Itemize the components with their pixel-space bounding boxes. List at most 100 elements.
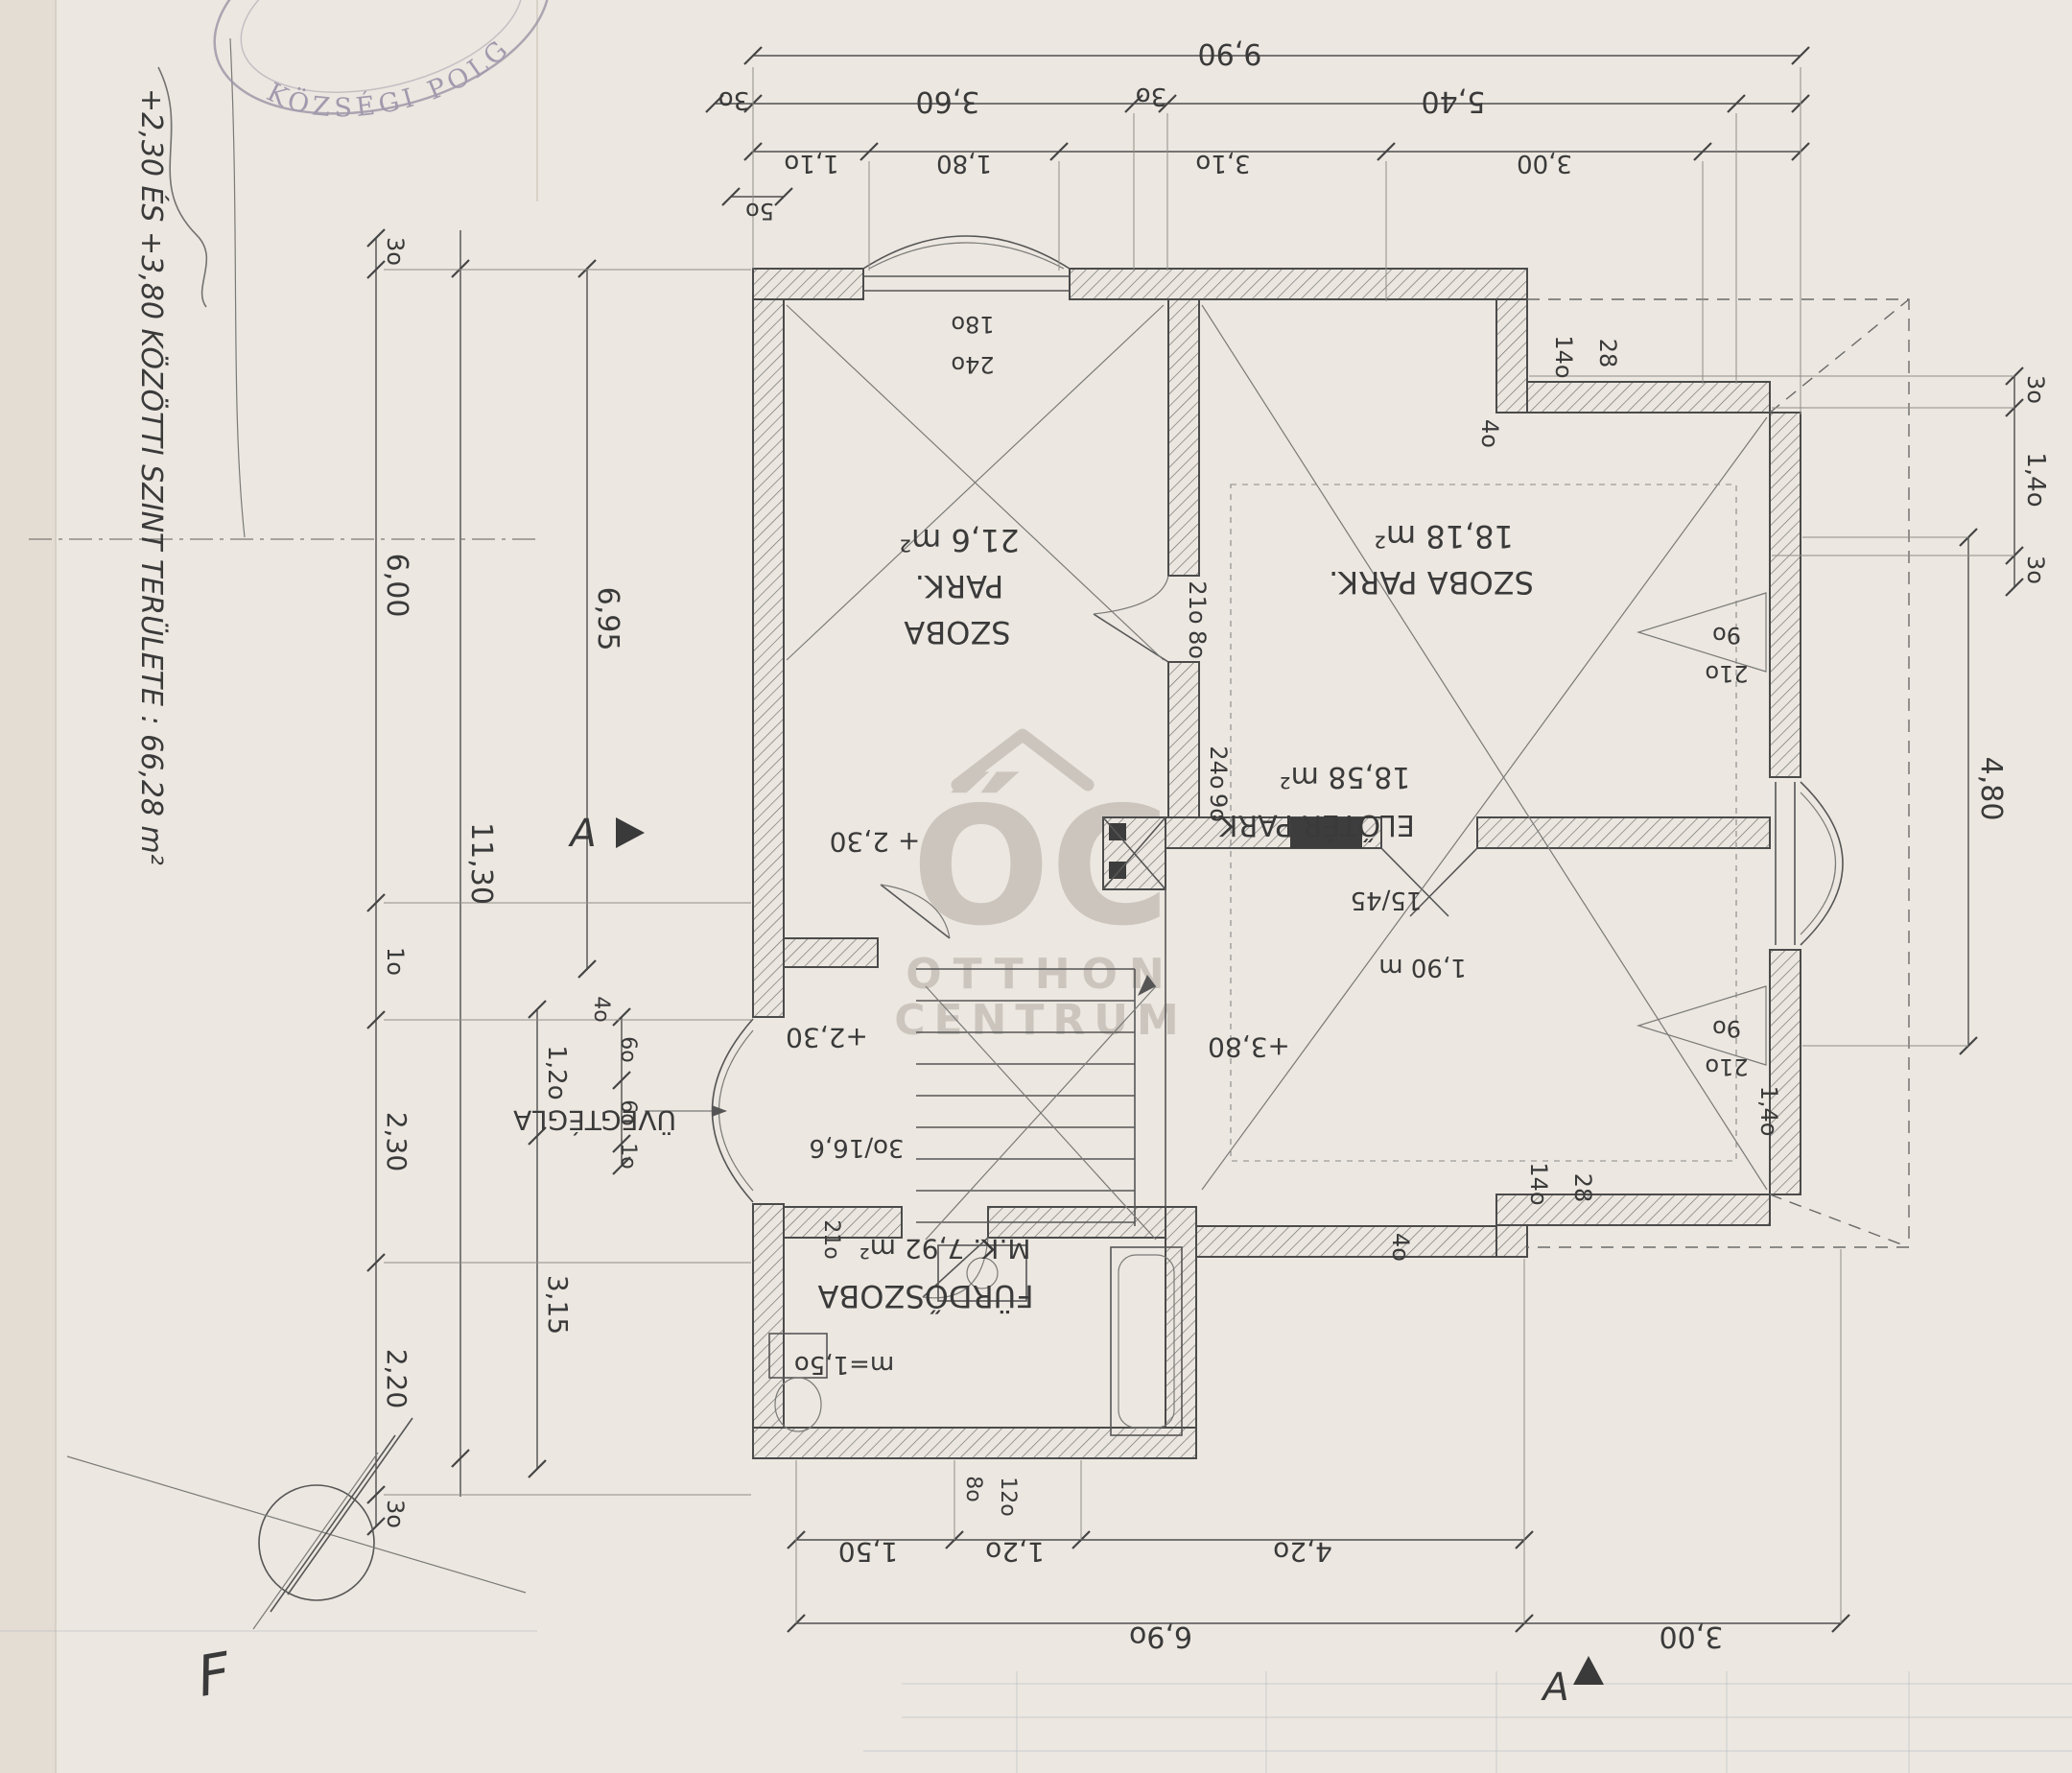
washbasin <box>937 1244 1027 1302</box>
flue-box <box>1109 823 1126 840</box>
plan-label: 28 <box>1594 339 1621 368</box>
plan-label: 21,6 m² <box>899 522 1019 558</box>
walls-layer <box>752 268 1801 1459</box>
plan-label: 24o <box>1205 745 1232 789</box>
watermark-line1: OTTHON <box>906 950 1176 999</box>
plan-label: 2,20 <box>381 1349 412 1408</box>
f-mark: F <box>193 1640 237 1710</box>
plan-label: 5o <box>745 198 774 225</box>
roof-lines-layer <box>786 298 1910 1248</box>
plan-label: 6,9o <box>1129 1619 1192 1653</box>
plan-label: 3o/16,6 <box>809 1133 904 1162</box>
stairs <box>916 889 1166 1241</box>
plan-label: 1,1o <box>784 149 838 177</box>
plan-label: 21o <box>1705 1053 1748 1080</box>
plan-label: SZOBA <box>904 614 1010 650</box>
plan-label: 21o <box>1705 660 1748 687</box>
plan-label: 21o <box>819 1219 843 1259</box>
plan-label: 9,90 <box>1198 36 1262 70</box>
plan-label: 6,95 <box>591 587 624 651</box>
section-arrow-a-left <box>616 817 645 848</box>
plan-label: 18o <box>951 311 994 338</box>
plan-label: 1,80 <box>936 149 992 177</box>
plan-label: 1o <box>382 947 409 976</box>
plan-label: 1,4o <box>1755 1086 1782 1137</box>
plan-label: 1,4o <box>2021 452 2050 507</box>
plan-label: 28 <box>1569 1173 1596 1203</box>
plan-label: 3o <box>2022 556 2049 584</box>
plan-label: 14o <box>1525 1162 1552 1205</box>
plan-label: 1o <box>616 1143 640 1169</box>
plan-label: 8o <box>961 1476 985 1501</box>
plan-label: 11,30 <box>464 822 498 905</box>
plan-label: 6,00 <box>380 554 413 618</box>
bathtub <box>1110 1246 1183 1436</box>
plan-label: SZOBA PARK. <box>1329 564 1534 601</box>
plan-label: PARK. <box>915 568 1004 604</box>
left-margin-note: +2,30 ÉS +3,80 KÖZÖTTI SZINT TERÜLETE : … <box>134 88 169 865</box>
section-markers <box>616 817 1604 1685</box>
plan-label: M.K. 7,92 m² <box>859 1233 1031 1265</box>
plan-label: + 2,30 <box>830 826 921 858</box>
plan-label: 3o <box>718 85 749 114</box>
plan-label: A <box>1540 1666 1568 1710</box>
plan-label: 12o <box>996 1477 1020 1516</box>
plan-label: 1,50 <box>838 1536 898 1568</box>
section-arrow-a-bottom <box>1573 1656 1604 1685</box>
bathroom-fixtures <box>768 1244 1183 1436</box>
plan-label: A <box>567 812 596 856</box>
plan-label: 9o <box>1712 622 1741 649</box>
plan-label: 9o <box>1205 793 1232 822</box>
plan-label: 3,1o <box>1195 149 1250 177</box>
plan-label: 9o <box>1712 1015 1741 1042</box>
plan-label: 4o <box>1387 1233 1414 1262</box>
dimension-lines <box>375 55 2015 1624</box>
plan-label: 1,2o <box>985 1536 1045 1568</box>
extension-lines <box>384 67 2014 1623</box>
stair-direction-arrow <box>1138 975 1156 996</box>
plan-label: ÜVEGTÉGLA <box>513 1104 676 1137</box>
official-stamp: KÖZSÉGI POLG <box>213 0 551 149</box>
plan-label: 6o <box>616 1036 640 1062</box>
plan-label: +2,30 <box>786 1022 868 1053</box>
plan-label: 14o <box>1550 335 1577 378</box>
stamp-text: KÖZSÉGI POLG <box>256 19 525 149</box>
plan-label: 4o <box>589 996 613 1022</box>
dimension-ticks <box>366 46 2024 1633</box>
watermark-roof-icon <box>951 728 1095 792</box>
pen-flourish <box>157 66 208 308</box>
plan-label: 3o <box>2022 375 2049 404</box>
plan-label: 3,60 <box>916 84 980 118</box>
uvegtegla-arrow <box>712 1105 727 1117</box>
plan-label: 3,00 <box>1517 149 1572 177</box>
plan-label: 6o <box>616 1099 640 1125</box>
plan-label: +3,80 <box>1208 1031 1290 1063</box>
survey-marks <box>66 1417 527 1630</box>
plan-label: 1,90 m <box>1378 953 1466 981</box>
plan-label: 2,30 <box>381 1112 412 1171</box>
plan-label: 3,15 <box>542 1275 574 1335</box>
openings-layer <box>645 235 1844 1299</box>
plan-label: 4o <box>1476 419 1503 448</box>
plan-label: 1,2o <box>542 1045 571 1099</box>
plan-label: 3,00 <box>1660 1619 1724 1653</box>
plan-label: 5,40 <box>1422 84 1486 118</box>
plan-label: 21o <box>1184 580 1211 624</box>
plan-label: 3o <box>382 1500 409 1528</box>
plan-label: 18,18 m² <box>1374 518 1514 555</box>
plan-label: m=1,5o <box>794 1350 894 1379</box>
plan-label: 8o <box>1184 630 1211 659</box>
plan-label: 3o <box>1136 82 1166 110</box>
plan-label: ELŐTÉR PARK. <box>1210 808 1415 843</box>
plan-labels: 21,6 m² PARK. SZOBA 18,18 m² SZOBA PARK. 15/4… <box>380 36 2050 1710</box>
faint-table-lines <box>863 1671 2072 1773</box>
watermark-line2: CENTRUM <box>894 996 1188 1045</box>
plan-label: FÜRDŐSZOBA <box>817 1278 1033 1315</box>
plan-label: 24o <box>951 351 994 378</box>
plan-label: 15/45 <box>1351 886 1423 914</box>
flue-box <box>1109 862 1126 879</box>
plan-label: 3o <box>382 237 409 266</box>
